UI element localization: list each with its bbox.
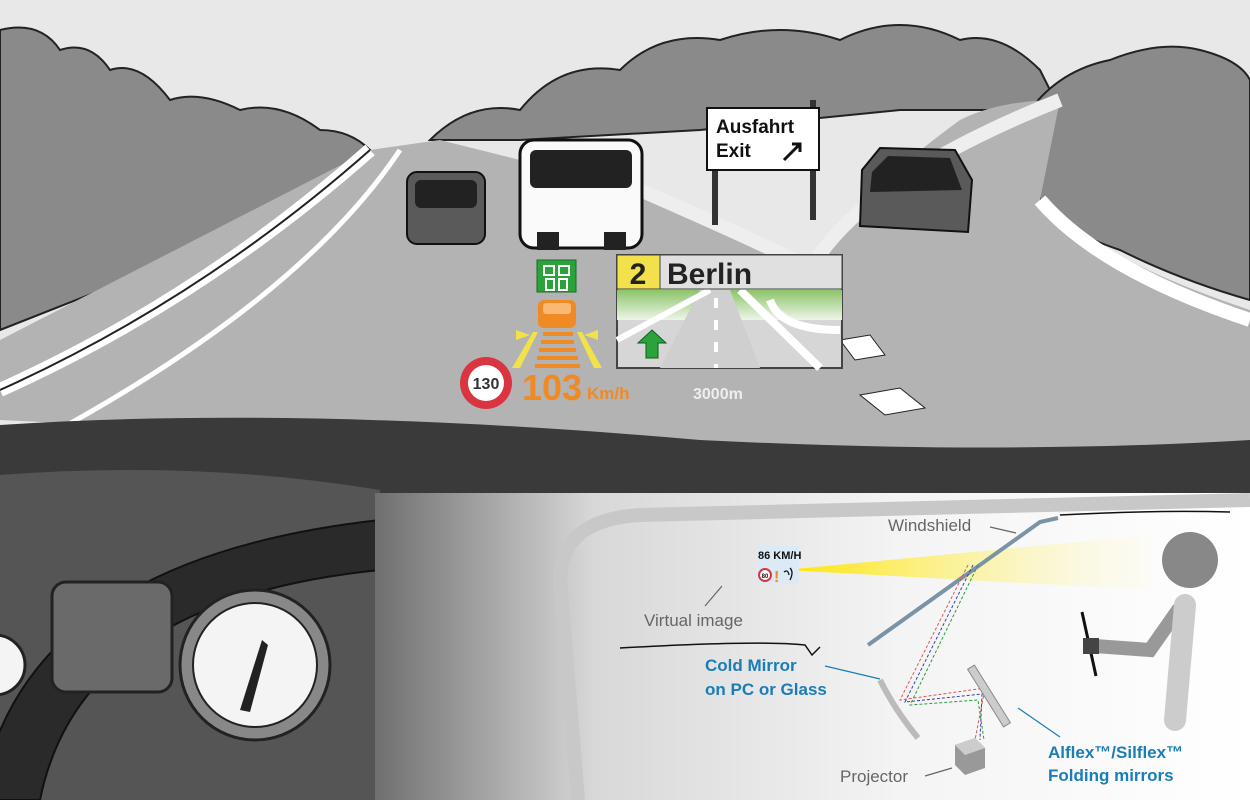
virtual-image: 86 KM/H 80 ! <box>757 546 801 586</box>
cold-mirror-label-line1: Cold Mirror <box>705 656 797 675</box>
dashboard-line <box>619 642 821 657</box>
folding-mirror <box>966 664 1012 728</box>
road-marking <box>858 387 927 416</box>
arrow-icon <box>704 585 723 607</box>
current-speed: 103 <box>522 367 582 408</box>
car-left <box>406 171 486 245</box>
speed-limit-value: 130 <box>473 376 500 393</box>
exit-sign-line1: Ausfahrt <box>716 117 795 138</box>
cold-mirror-label-line2: on PC or Glass <box>705 680 827 699</box>
road-marking <box>839 334 886 361</box>
windshield-label: Windshield <box>888 516 971 535</box>
trees-center <box>427 24 1062 141</box>
parking-grid-icon <box>536 259 577 293</box>
road-edge-line <box>0 149 371 391</box>
arrow-icon <box>824 665 881 680</box>
road-edge-right <box>1034 195 1250 327</box>
virtual-image-label: Virtual image <box>644 611 743 630</box>
hud-overlay: 130 103 Km/h 2 Berlin 3000m <box>460 254 843 409</box>
folding-mirrors-label-line2: Folding mirrors <box>1048 766 1174 785</box>
trees-left <box>0 26 372 332</box>
projector-label: Projector <box>840 767 908 786</box>
exit-sign: Ausfahrt Exit <box>706 100 820 225</box>
straight-arrow-icon <box>636 329 668 359</box>
light-rays <box>899 564 986 741</box>
distance-to-turn: 3000m <box>693 386 743 403</box>
speed-limit-sign: 130 <box>460 357 512 409</box>
arrow-icon <box>1017 707 1061 738</box>
trees-right <box>1028 45 1250 302</box>
speed-unit: Km/h <box>587 384 630 403</box>
roof-line <box>1059 510 1231 516</box>
van-white <box>518 138 644 250</box>
projector-icon <box>955 738 985 775</box>
exit-sign-line2: Exit <box>716 141 752 162</box>
navigation-panel: 2 Berlin <box>615 254 843 371</box>
arrow-up-right-icon <box>782 142 802 162</box>
route-number: 2 <box>630 258 647 291</box>
virtual-image-limit: 80 <box>762 574 769 580</box>
speedometer-gauge <box>178 588 332 742</box>
car-right <box>858 146 974 234</box>
car-outline <box>552 493 1250 800</box>
windshield <box>866 516 1059 647</box>
arrow-icon <box>924 767 953 777</box>
destination: Berlin <box>667 258 752 291</box>
turn-icon <box>783 567 793 581</box>
warning-icon: ! <box>774 569 779 586</box>
lane-line <box>38 148 403 443</box>
virtual-image-speed: 86 KM/H <box>758 550 801 562</box>
lane-assist-icon <box>512 300 602 368</box>
light-beam <box>785 535 1150 590</box>
tachometer-gauge <box>0 633 27 697</box>
folding-mirrors-label-line1: Alflex™/Silflex™ <box>1048 743 1183 762</box>
cold-mirror <box>877 678 921 740</box>
driver-figure <box>1080 532 1218 731</box>
display-screen <box>50 580 174 694</box>
arrow-icon <box>989 526 1017 534</box>
